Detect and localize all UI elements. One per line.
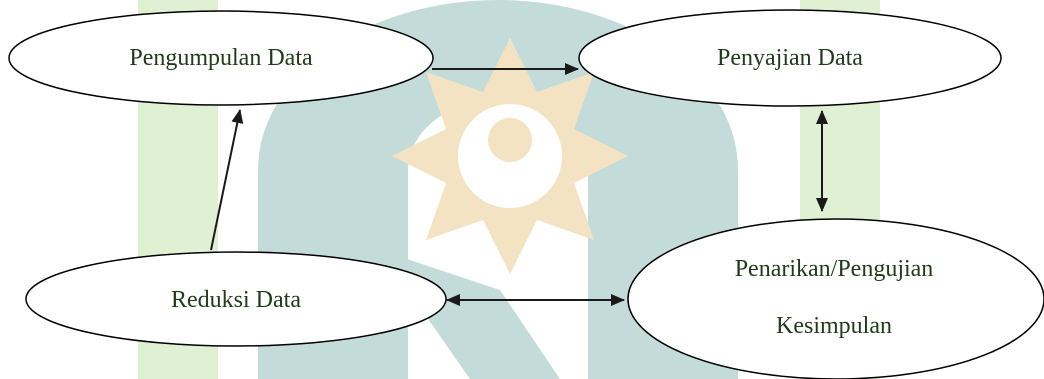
arrow-reduksi-to-pengumpulan: [210, 109, 244, 251]
node-penyajian-data-label: Penyajian Data: [717, 45, 863, 71]
node-pengumpulan-data-label: Pengumpulan Data: [129, 45, 313, 71]
node-penyajian-data-ellipse: [578, 9, 1002, 107]
watermark-star-center-dot: [488, 118, 532, 162]
node-reduksi-data-label: Reduksi Data: [171, 287, 301, 313]
node-pengumpulan-data-ellipse: [8, 10, 434, 106]
node-penarikan-label-line2: Kesimpulan: [776, 313, 892, 339]
node-reduksi-data-ellipse: [25, 251, 447, 347]
node-penarikan-kesimpulan-ellipse: [627, 218, 1044, 379]
node-penarikan-label-line1: Penarikan/Pengujian: [734, 256, 934, 282]
